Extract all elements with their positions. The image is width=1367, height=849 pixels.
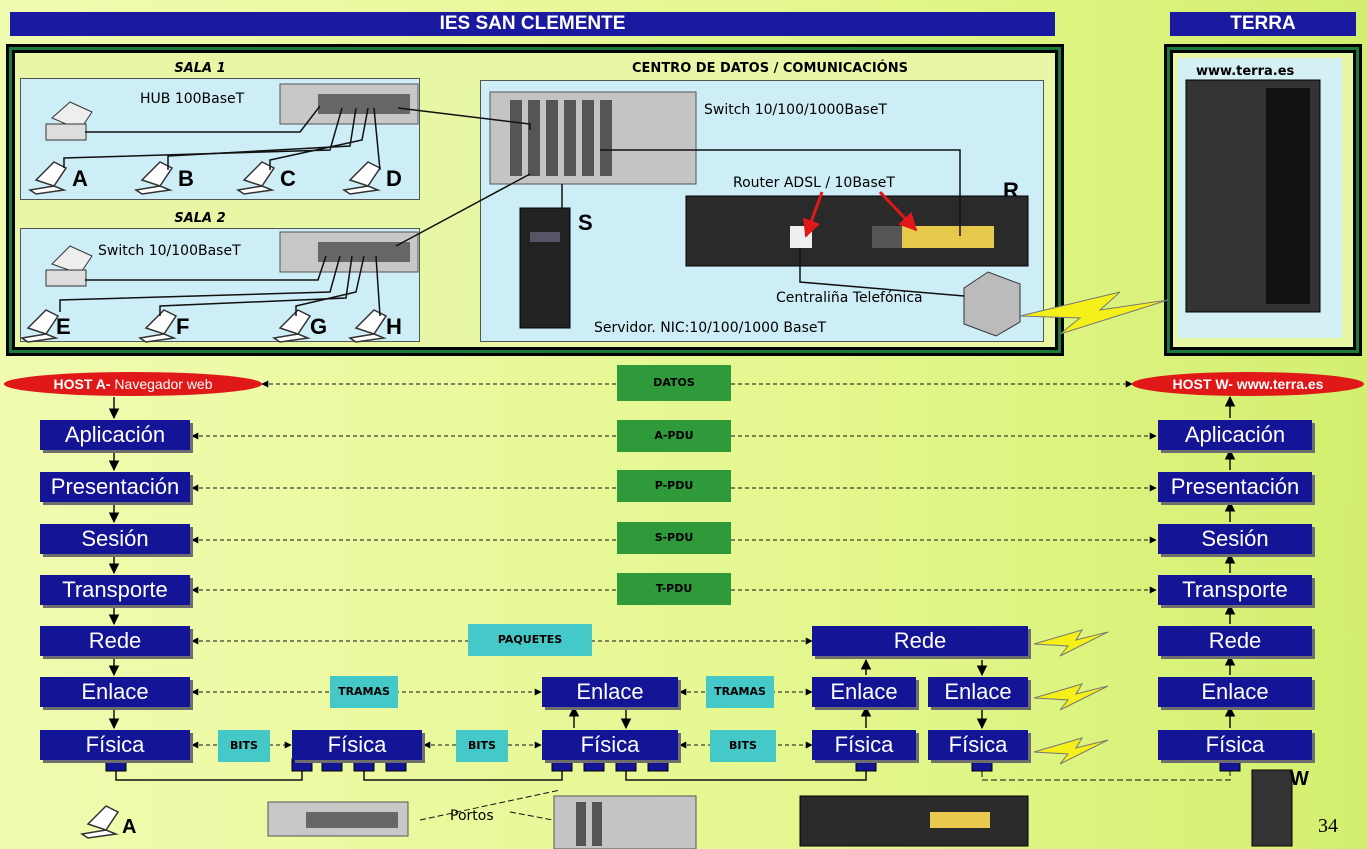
pdu-tramas-2: TRAMAS <box>706 676 774 708</box>
host-w-presentacion: Presentación <box>1158 472 1312 502</box>
core-switch-label: Switch 10/100/1000BaseT <box>704 102 887 118</box>
hub-fisica: Física <box>292 730 422 760</box>
host-a-bold: HOST A- <box>53 376 111 392</box>
host-c-letter: C <box>280 166 296 191</box>
datacenter-label: CENTRO DE DATOS / COMUNICACIÓNS <box>632 61 908 76</box>
laptop-icon <box>134 161 174 195</box>
switch-enlace: Enlace <box>542 677 678 707</box>
host-w-oval: HOST W- www.terra.es <box>1132 372 1364 396</box>
router-device <box>685 195 1029 267</box>
host-a-enlace: Enlace <box>40 677 190 707</box>
terra-server-icon <box>1185 79 1321 313</box>
host-a-rest: Navegador web <box>110 376 213 392</box>
host-a-transporte: Transporte <box>40 575 190 605</box>
server-label: Servidor. NIC:10/100/1000 BaseT <box>594 320 827 336</box>
host-w-rede: Rede <box>1158 626 1312 656</box>
laptop-icon <box>236 161 276 195</box>
laptop-icon <box>272 309 312 343</box>
server-letter: S <box>578 210 593 235</box>
hub-label: HUB 100BaseT <box>140 91 245 107</box>
host-a-sesion: Sesión <box>40 524 190 554</box>
phone-exchange-icon <box>963 271 1021 337</box>
host-e-letter: E <box>56 314 71 339</box>
bottom-w-letter: W <box>1290 768 1309 790</box>
laptop-icon <box>20 309 60 343</box>
switch-device <box>279 231 419 273</box>
printer-icon <box>45 245 93 287</box>
pdu-bits-1: BITS <box>218 730 270 762</box>
printer-icon <box>45 101 93 141</box>
laptop-icon <box>342 161 382 195</box>
host-a-presentacion: Presentación <box>40 472 190 502</box>
hub-device <box>279 83 419 125</box>
host-w-sesion: Sesión <box>1158 524 1312 554</box>
pdu-bits-3: BITS <box>710 730 776 762</box>
pdu-t: T-PDU <box>617 573 731 605</box>
bottom-switch-icon <box>267 801 409 837</box>
server-tower-icon <box>519 207 571 329</box>
host-w-fisica: Física <box>1158 730 1312 760</box>
bottom-router-icon <box>799 795 1029 847</box>
portos-label: Portos <box>450 808 494 824</box>
host-g-letter: G <box>310 314 328 339</box>
sala2-label: SALA 2 <box>174 211 226 226</box>
school-title-bar: IES SAN CLEMENTE <box>10 12 1055 36</box>
host-w-transporte: Transporte <box>1158 575 1312 605</box>
router-enlace-wan: Enlace <box>928 677 1028 707</box>
bottom-chassis-icon <box>553 795 697 849</box>
pdu-s: S-PDU <box>617 522 731 554</box>
pdu-bits-2: BITS <box>456 730 508 762</box>
core-switch-device <box>489 91 697 185</box>
host-a-oval: HOST A- Navegador web <box>4 372 262 396</box>
pdu-datos: DATOS <box>617 365 731 401</box>
phone-label: Centraliña Telefónica <box>776 290 923 306</box>
laptop-icon <box>138 309 178 343</box>
laptop-icon <box>28 161 68 195</box>
router-rede: Rede <box>812 626 1028 656</box>
laptop-icon <box>80 805 120 839</box>
host-w-enlace: Enlace <box>1158 677 1312 707</box>
host-a-letter: A <box>72 166 88 191</box>
pdu-p: P-PDU <box>617 470 731 502</box>
pdu-tramas-1: TRAMAS <box>330 676 398 708</box>
isp-title-bar: TERRA <box>1170 12 1356 36</box>
host-d-letter: D <box>386 166 402 191</box>
router-fisica-lan: Física <box>812 730 916 760</box>
sala1-label: SALA 1 <box>174 61 226 76</box>
router-fisica-wan: Física <box>928 730 1028 760</box>
pdu-a: A-PDU <box>617 420 731 452</box>
switch2-label: Switch 10/100BaseT <box>98 243 241 259</box>
laptop-icon <box>348 309 388 343</box>
host-b-letter: B <box>178 166 194 191</box>
host-f-letter: F <box>176 314 190 339</box>
host-a-rede: Rede <box>40 626 190 656</box>
router-label: Router ADSL / 10BaseT <box>733 175 895 191</box>
switch-fisica: Física <box>542 730 678 760</box>
router-enlace-lan: Enlace <box>812 677 916 707</box>
pdu-paquetes: PAQUETES <box>468 624 592 656</box>
terra-url: www.terra.es <box>1196 64 1295 79</box>
bottom-a-letter: A <box>122 816 137 838</box>
page-number: 34 <box>1318 815 1338 837</box>
bottom-server-icon <box>1251 769 1293 847</box>
host-h-letter: H <box>386 314 402 339</box>
host-a-aplicacion: Aplicación <box>40 420 190 450</box>
host-a-fisica: Física <box>40 730 190 760</box>
host-w-aplicacion: Aplicación <box>1158 420 1312 450</box>
